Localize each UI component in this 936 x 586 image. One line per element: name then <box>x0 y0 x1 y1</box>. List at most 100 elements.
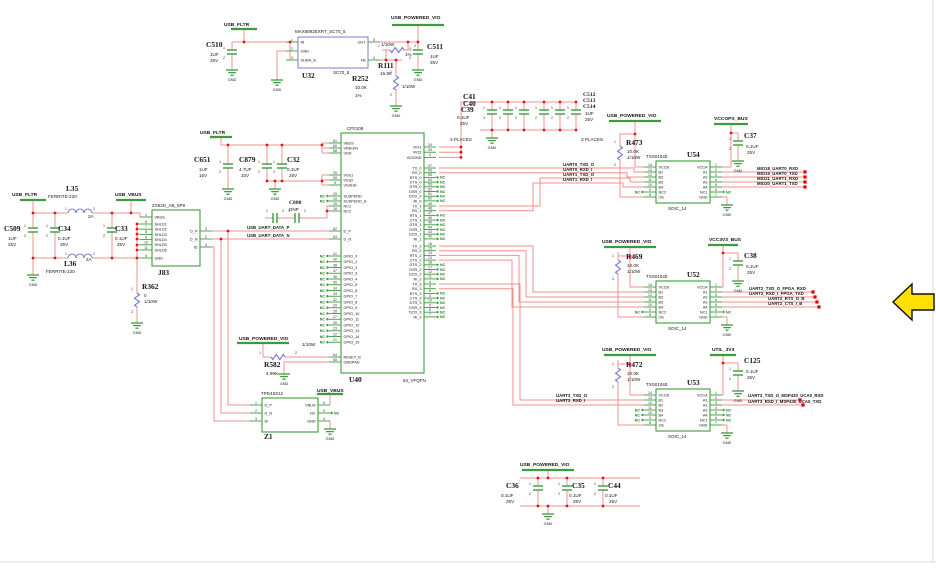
net-label: USB_UART_DATA_P <box>247 225 289 230</box>
capacitor-pin-number: 1 <box>24 224 26 228</box>
power-net-label: USB_FLTR <box>12 192 38 198</box>
ground-symbol-label: GND <box>228 77 237 82</box>
pin-number: 5 <box>715 303 717 307</box>
refdes-label: C38 <box>744 251 757 260</box>
value-label: 10.0K <box>627 263 640 268</box>
pin-name: RI_1 <box>413 237 421 241</box>
refdes-label: L35 <box>66 184 79 193</box>
pin-number: 10 <box>428 299 432 303</box>
refdes-label: J83 <box>158 268 169 277</box>
no-connect-marker: NC <box>440 223 446 227</box>
capacitor-pin-number: 1 <box>273 160 275 164</box>
no-connect-marker: NC <box>726 190 732 194</box>
no-connect-marker: NC <box>440 292 446 296</box>
junction <box>546 504 550 508</box>
value-label: SOIC_14 <box>668 434 687 439</box>
value-label: 25V <box>506 499 515 504</box>
pin-number: 15 <box>333 202 337 206</box>
pin-name: A3 <box>703 300 708 304</box>
pin-number: 6 <box>715 308 717 312</box>
pin-name: A2 <box>703 403 708 407</box>
pin-number: 7 <box>145 225 147 229</box>
wire <box>326 205 329 218</box>
no-connect-marker: NC <box>320 329 326 333</box>
pin-name: VCCB <box>659 165 670 169</box>
pin-number: 51 <box>428 192 432 196</box>
pin-number: 6 <box>429 289 431 293</box>
pin-name: RTS_1 <box>410 214 422 218</box>
pin-name: ID <box>194 245 198 249</box>
junction <box>242 40 246 44</box>
capacitor-pin-number: 2 <box>567 116 569 120</box>
capacitor-pin-number: 2 <box>223 56 225 60</box>
value-label: 1/10W <box>627 269 641 274</box>
pin-number: 11 <box>144 246 148 250</box>
junction <box>53 256 57 260</box>
pin-name: RI_0 <box>413 199 421 203</box>
value-label: 25V <box>609 499 618 504</box>
junction <box>416 40 420 44</box>
pin-number: 1 <box>255 401 257 405</box>
pin-name: IN <box>301 40 305 44</box>
no-connect-marker: NC <box>320 199 326 203</box>
junction <box>135 243 139 247</box>
value-label: 1/10W <box>144 299 158 304</box>
highlight-arrow <box>891 282 935 322</box>
junction <box>628 254 632 258</box>
pin-number: 2 <box>291 47 293 51</box>
capacitor-pin-number: 1 <box>499 106 501 110</box>
pin-name: D_N <box>265 411 273 415</box>
no-connect-dot <box>326 194 329 198</box>
pin-number: 11 <box>428 275 432 279</box>
terminal-square <box>817 305 821 309</box>
no-connect-dot <box>436 273 439 276</box>
value-label: 1UF <box>585 111 594 116</box>
pin-number: 36 <box>333 275 337 279</box>
no-connect-dot <box>326 300 329 304</box>
pin-number: 28 <box>333 309 337 313</box>
value-label: SOIC_14 <box>668 326 687 331</box>
no-connect-dot <box>326 323 329 327</box>
pin-name: SHLD2 <box>155 228 167 232</box>
pin-number: 54 <box>428 178 432 182</box>
refdes-label: C39 <box>461 105 474 114</box>
pin-name: OE <box>659 195 665 199</box>
refdes-label: C32 <box>287 155 300 164</box>
pin-number: 8 <box>649 193 651 197</box>
value-label: 25V <box>289 173 298 178</box>
refdes-label: C509 <box>4 224 21 233</box>
pin-name: SUSPEND_B <box>344 199 367 203</box>
pin-number: 1 <box>715 163 717 167</box>
pin-name: B3 <box>659 300 664 304</box>
pin-name: SHDN_B <box>301 58 317 62</box>
pin-number: 3 <box>429 294 431 298</box>
no-connect-marker: NC <box>726 310 732 314</box>
no-connect-marker: NC <box>440 190 446 194</box>
ground-symbol-label: GND <box>734 288 743 293</box>
value-label: 1UF <box>210 52 219 57</box>
capacitor-pin-number: 2 <box>46 234 48 238</box>
value-label: 25V <box>747 150 756 155</box>
pin-number: 37 <box>333 269 337 273</box>
pin-name: B3 <box>659 408 664 412</box>
junction <box>384 58 388 62</box>
capacitor-pin-number: 1 <box>529 482 531 486</box>
no-connect-dot <box>436 199 439 203</box>
resistor-pin-number: 1 <box>614 140 616 144</box>
wire <box>619 133 635 138</box>
refdes-label: C44 <box>608 481 621 490</box>
ground-symbol-label: GND <box>224 196 233 201</box>
pin-name: DTR_0 <box>409 185 421 189</box>
pin-name: DCD_1 <box>409 233 421 237</box>
no-connect-dot <box>436 306 439 309</box>
pin-number: 7 <box>715 313 717 317</box>
no-connect-dot <box>436 180 439 184</box>
power-net-label: UTIL_3V3 <box>712 347 735 353</box>
net-label: MIO21_UART1_RXD <box>757 176 798 181</box>
pin-number: 25 <box>333 171 337 175</box>
capacitor-pin-number: 1 <box>567 106 569 110</box>
pin-number: 50 <box>428 197 432 201</box>
pin-name: GPIO_7 <box>344 295 358 299</box>
resistor-pin-number: 1 <box>390 70 392 74</box>
